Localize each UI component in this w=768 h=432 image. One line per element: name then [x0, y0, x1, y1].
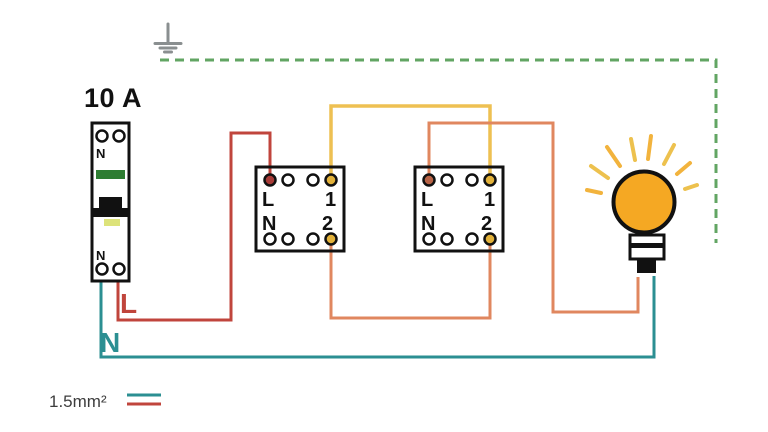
- bulb-contact: [637, 259, 656, 273]
- switch-2-terminal: [465, 232, 479, 246]
- breaker-n-top-label: N: [96, 146, 105, 161]
- switched-live-wire-to-lamp: [427, 121, 640, 314]
- breaker-terminal: [112, 129, 126, 143]
- switch-2-label-2: 2: [481, 213, 492, 235]
- earth-ground-icon: [153, 22, 183, 54]
- light-ray: [675, 161, 692, 176]
- neutral-wire-breaker-to-lamp: [99, 276, 656, 359]
- switch-1-terminal: [306, 232, 320, 246]
- breaker-terminal: [95, 129, 109, 143]
- switch-2: L 1 N 2: [413, 165, 505, 253]
- breaker-terminal: [112, 262, 126, 276]
- light-ray: [662, 143, 676, 166]
- light-rays-icon: [585, 134, 699, 195]
- neutral-wire-label: N: [100, 327, 120, 358]
- switch-1-terminal: [263, 232, 277, 246]
- switch-1-label-N: N: [262, 213, 276, 235]
- switch-1-terminal: [281, 173, 295, 187]
- light-bulb: [585, 134, 699, 273]
- switch-2-label-L: L: [421, 189, 433, 211]
- switch-1-terminal: [281, 232, 295, 246]
- switch-1-label-1: 1: [325, 189, 336, 211]
- earth-wire: [160, 58, 718, 243]
- switch-1-label-2: 2: [322, 213, 333, 235]
- switch-2-label-1: 1: [484, 189, 495, 211]
- switch-1-body: [254, 165, 346, 253]
- switch-2-terminal-2: [483, 232, 497, 246]
- switch-1: L 1 N 2: [254, 165, 346, 253]
- light-ray: [605, 145, 622, 168]
- breaker-rating-label: 10 A: [84, 83, 142, 113]
- bulb-glass: [611, 169, 677, 235]
- live-wire-label: L: [120, 288, 137, 319]
- breaker-toggle-band: [92, 208, 129, 217]
- switch-2-body: [413, 165, 505, 253]
- breaker-n-bottom-label: N: [96, 248, 105, 263]
- switch-1-terminal: [306, 173, 320, 187]
- light-ray: [589, 164, 610, 180]
- switch-1-terminal-L: [263, 173, 277, 187]
- switch-1-terminal-1: [324, 173, 338, 187]
- switch-1-terminal-2: [324, 232, 338, 246]
- switch-2-terminal-L: [422, 173, 436, 187]
- light-ray: [585, 188, 603, 195]
- live-wire-breaker-to-switch1: [116, 131, 272, 322]
- traveler1-wire: [329, 104, 492, 180]
- switch-2-terminal: [440, 173, 454, 187]
- light-ray: [646, 134, 653, 161]
- traveler2-wire: [329, 239, 492, 320]
- breaker-toggle-handle: [99, 197, 122, 209]
- switch-2-terminal: [440, 232, 454, 246]
- switch-2-terminal: [465, 173, 479, 187]
- legend-wire-gauge-label: 1.5mm²: [49, 392, 107, 411]
- legend: 1.5mm²: [49, 392, 161, 411]
- breaker-on-indicator: [96, 170, 125, 179]
- circuit-breaker: 10 A N N: [84, 83, 142, 283]
- light-ray: [683, 183, 699, 191]
- breaker-terminal: [95, 262, 109, 276]
- light-ray: [629, 137, 637, 162]
- bulb-base-stripe: [630, 243, 664, 248]
- breaker-status-window: [104, 219, 120, 226]
- switch-2-terminal: [422, 232, 436, 246]
- switch-2-label-N: N: [421, 213, 435, 235]
- switch-2-terminal-1: [483, 173, 497, 187]
- switch-1-label-L: L: [262, 189, 274, 211]
